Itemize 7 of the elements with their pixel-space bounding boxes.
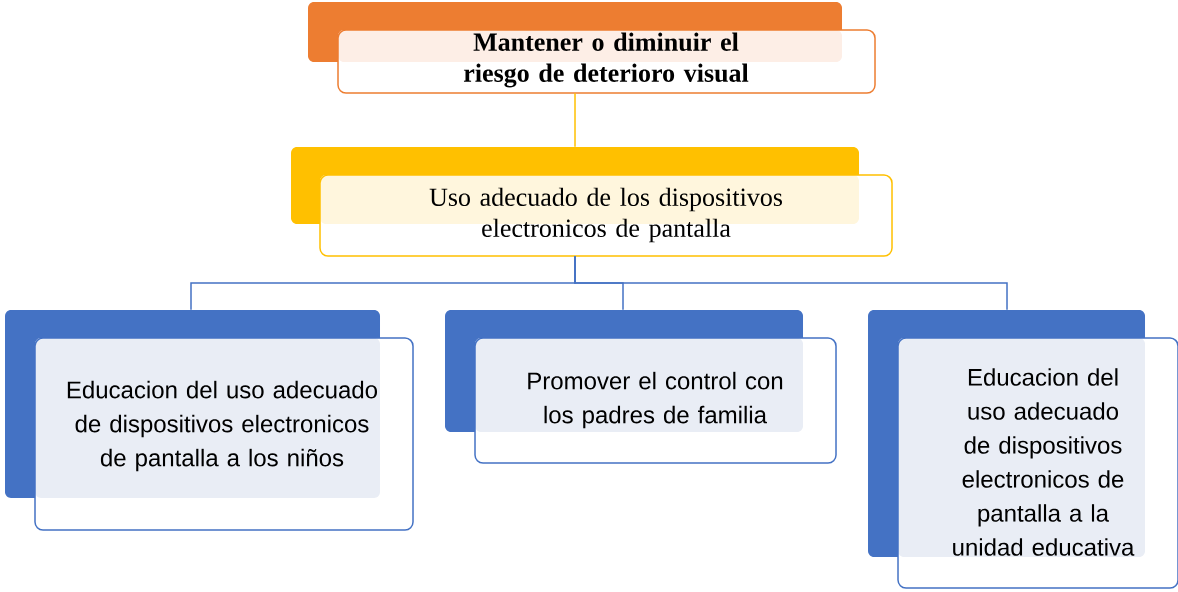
process-box: Mantener o diminuir el riesgo de deterioro visual bbox=[308, 2, 876, 94]
process-box: Educacion del uso adecuado de dispositivos electronicos de pantalla a los niños bbox=[5, 310, 414, 531]
process-box: Promover el control con los padres de familia bbox=[445, 310, 837, 464]
process-box: Educacion del uso adecuado de dispositivos electronicos de pantalla a la unidad educativa bbox=[868, 310, 1178, 589]
connector-line bbox=[574, 92, 576, 148]
process-box: Uso adecuado de los dispositivos electronicos de pantalla bbox=[291, 147, 893, 257]
connector-line bbox=[574, 255, 1008, 311]
